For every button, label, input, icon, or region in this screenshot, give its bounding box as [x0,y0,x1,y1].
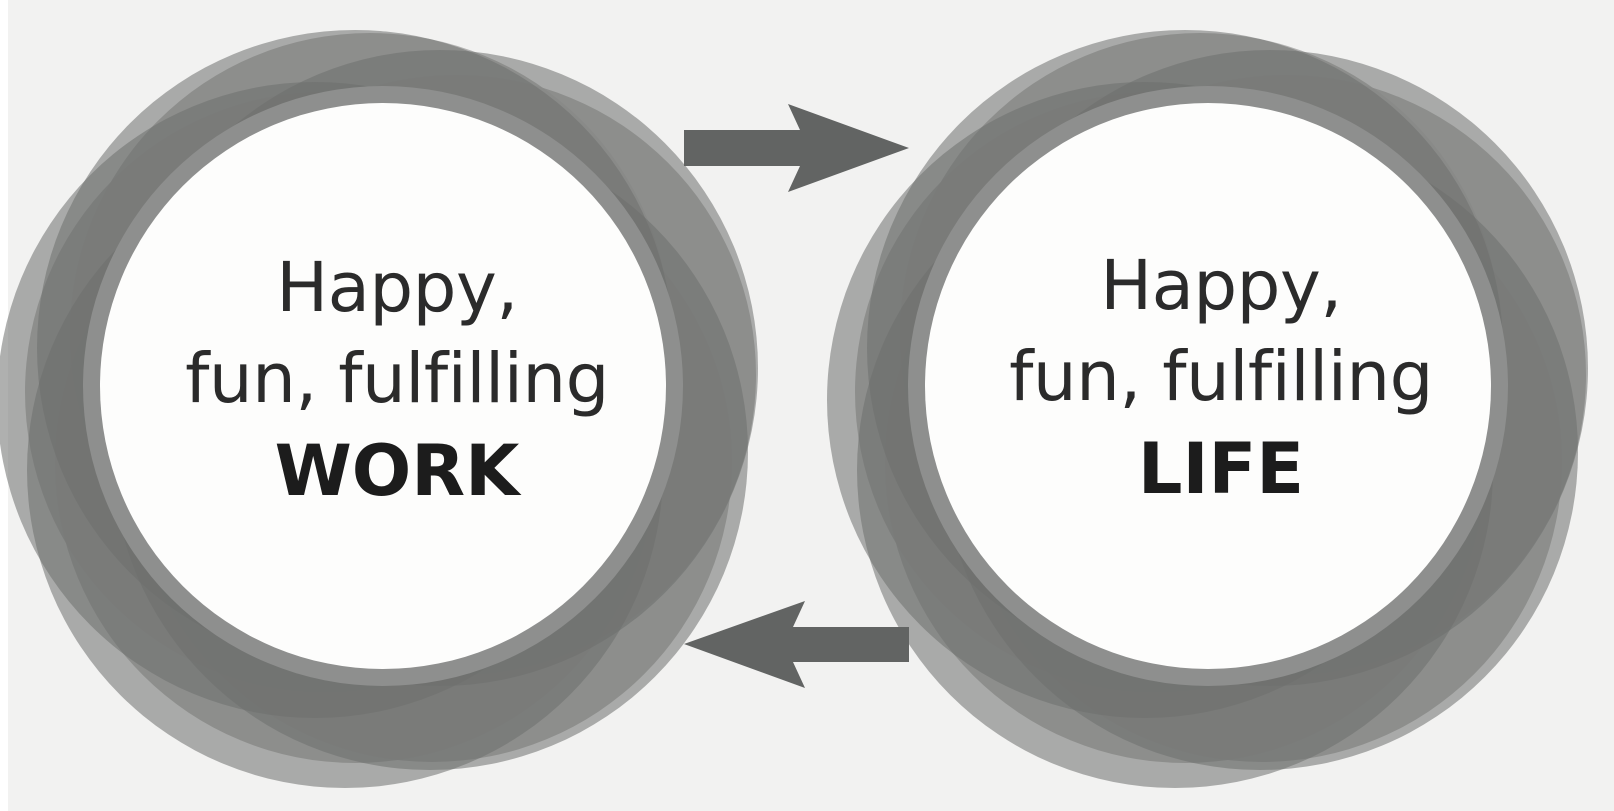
life-line-2: fun, fulfilling [1009,337,1433,417]
life-line-1: Happy, [1100,246,1342,326]
work-keyword: WORK [274,430,520,512]
life-center [925,103,1491,669]
life-node-text: Happy, fun, fulfilling LIFE [941,246,1501,510]
arrow-work-to-life [684,104,909,192]
arrow-life-to-work [684,601,909,688]
work-center [100,103,666,669]
life-node-graphic [827,30,1588,788]
work-line-2: fun, fulfilling [185,339,609,419]
work-node-text: Happy, fun, fulfilling WORK [117,248,677,512]
life-keyword: LIFE [1137,428,1305,510]
work-line-1: Happy, [276,248,518,328]
work-node-graphic [0,30,758,788]
